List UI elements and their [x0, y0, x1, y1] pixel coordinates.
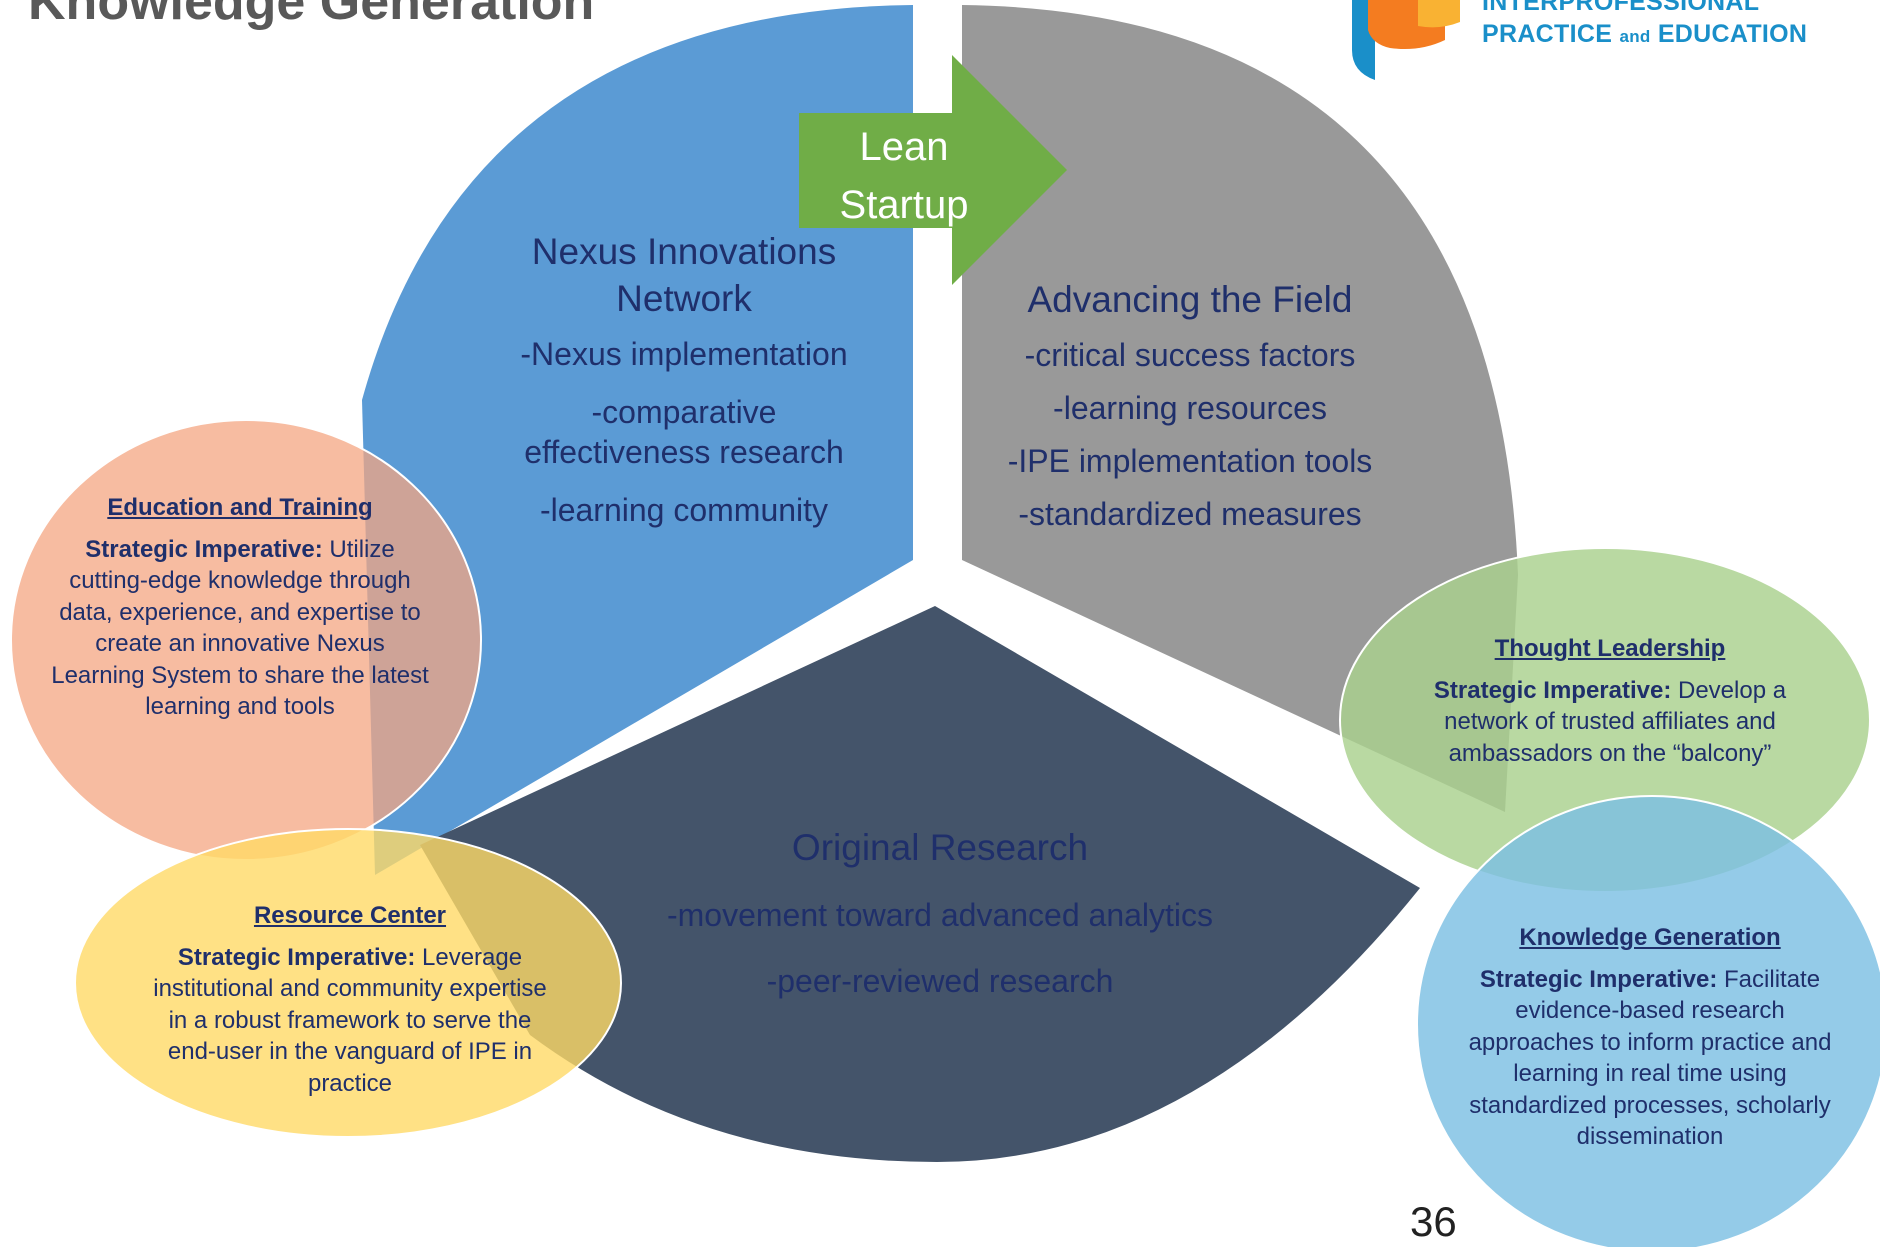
resource-label: Strategic Imperative: — [177, 943, 416, 971]
field-item: -standardized measures — [1018, 496, 1362, 532]
nexus-item: -comparative — [591, 394, 777, 430]
education-line: Learning System to share the latest — [51, 661, 429, 689]
nexus-item: -Nexus implementation — [520, 336, 848, 372]
thought-line-text: Develop a — [1678, 676, 1787, 704]
resource-line: end-user in the vanguard of IPE in — [167, 1038, 533, 1065]
education-line: learning and tools — [145, 693, 335, 720]
thought-line: ambassadors on the “balcony” — [1448, 739, 1772, 767]
research-labels: Original Research -movement toward advan… — [640, 824, 1240, 1001]
knowledge-line: standardized processes, scholarly — [1469, 1091, 1831, 1119]
lean-startup-line-1: Lean — [859, 125, 949, 169]
logo-and: and — [1619, 27, 1651, 46]
education-line: cutting-edge knowledge through — [69, 567, 411, 594]
knowledge-heading: Knowledge Generation — [1519, 924, 1781, 951]
thought-line: network of trusted affiliates and — [1444, 708, 1776, 735]
research-item: -peer-reviewed research — [766, 963, 1114, 999]
knowledge-circle — [1416, 795, 1880, 1247]
education-line: create an innovative Nexus — [95, 630, 385, 657]
resource-heading: Resource Center — [253, 902, 447, 929]
field-segment — [962, 5, 1518, 812]
knowledge-line: learning in real time using — [1513, 1060, 1787, 1087]
thought-text: Thought Leadership Strategic Imperative:… — [1400, 633, 1820, 769]
field-item: -learning resources — [1053, 390, 1327, 426]
knowledge-line: approaches to inform practice and — [1468, 1028, 1832, 1056]
education-line: data, experience, and expertise to — [59, 598, 421, 626]
resource-line: Strategic Imperative: Leverage — [110, 942, 590, 974]
nexus-title-line-2: Network — [616, 278, 752, 319]
resource-line-text: Leverage — [422, 943, 523, 971]
lean-startup-line-2: Startup — [839, 183, 969, 227]
education-line: Strategic Imperative: Utilize — [10, 534, 470, 566]
field-item: -IPE implementation tools — [1007, 443, 1373, 479]
knowledge-line-text: Facilitate — [1724, 965, 1821, 993]
nexus-title-line-1: Nexus Innovations — [531, 231, 837, 272]
logo-line-1: INTERPROFESSIONAL — [1482, 0, 1760, 16]
knowledge-line: Strategic Imperative: Facilitate — [1440, 964, 1860, 996]
thought-line: Strategic Imperative: Develop a — [1400, 675, 1820, 707]
field-item: -critical success factors — [1024, 337, 1356, 373]
education-text: Education and Training Strategic Imperat… — [10, 492, 470, 723]
resource-line: institutional and community expertise — [153, 975, 547, 1002]
thought-label: Strategic Imperative: — [1433, 676, 1672, 704]
research-segment — [420, 606, 1420, 1162]
field-title: Advancing the Field — [1027, 279, 1353, 320]
nexus-item: effectiveness research — [524, 434, 844, 470]
lean-startup-label: Lean Startup — [805, 118, 1003, 234]
thought-heading: Thought Leadership — [1494, 635, 1726, 662]
education-heading: Education and Training — [107, 494, 373, 521]
education-label: Strategic Imperative: — [85, 535, 323, 563]
logo-practice: PRACTICE — [1482, 20, 1613, 48]
resource-line: practice — [307, 1069, 393, 1097]
resource-circle — [74, 828, 622, 1138]
lean-startup-arrow — [799, 55, 1067, 285]
slide-title: Knowledge Generation — [28, 0, 595, 31]
nexus-labels: Nexus Innovations Network -Nexus impleme… — [494, 228, 874, 530]
logo-line-2: PRACTICE and EDUCATION — [1482, 18, 1807, 53]
resource-line: in a robust framework to serve the — [168, 1006, 532, 1034]
knowledge-line: evidence-based research — [1515, 997, 1785, 1024]
logo-education: EDUCATION — [1657, 20, 1808, 48]
logo-mark — [1352, 0, 1460, 80]
knowledge-text: Knowledge Generation Strategic Imperativ… — [1440, 922, 1860, 1153]
nexus-segment — [362, 5, 913, 875]
research-title: Original Research — [791, 827, 1089, 868]
education-line-text: Utilize — [329, 535, 395, 563]
resource-text: Resource Center Strategic Imperative: Le… — [110, 900, 590, 1099]
knowledge-label: Strategic Imperative: — [1479, 965, 1718, 993]
page-number: 36 — [1410, 1198, 1457, 1245]
nexus-item: -learning community — [539, 492, 829, 528]
field-labels: Advancing the Field -critical success fa… — [990, 276, 1390, 534]
knowledge-line: dissemination — [1576, 1123, 1724, 1150]
research-item: -movement toward advanced analytics — [666, 897, 1214, 933]
logo-text: INTERPROFESSIONAL PRACTICE and EDUCATION — [1482, 0, 1807, 53]
